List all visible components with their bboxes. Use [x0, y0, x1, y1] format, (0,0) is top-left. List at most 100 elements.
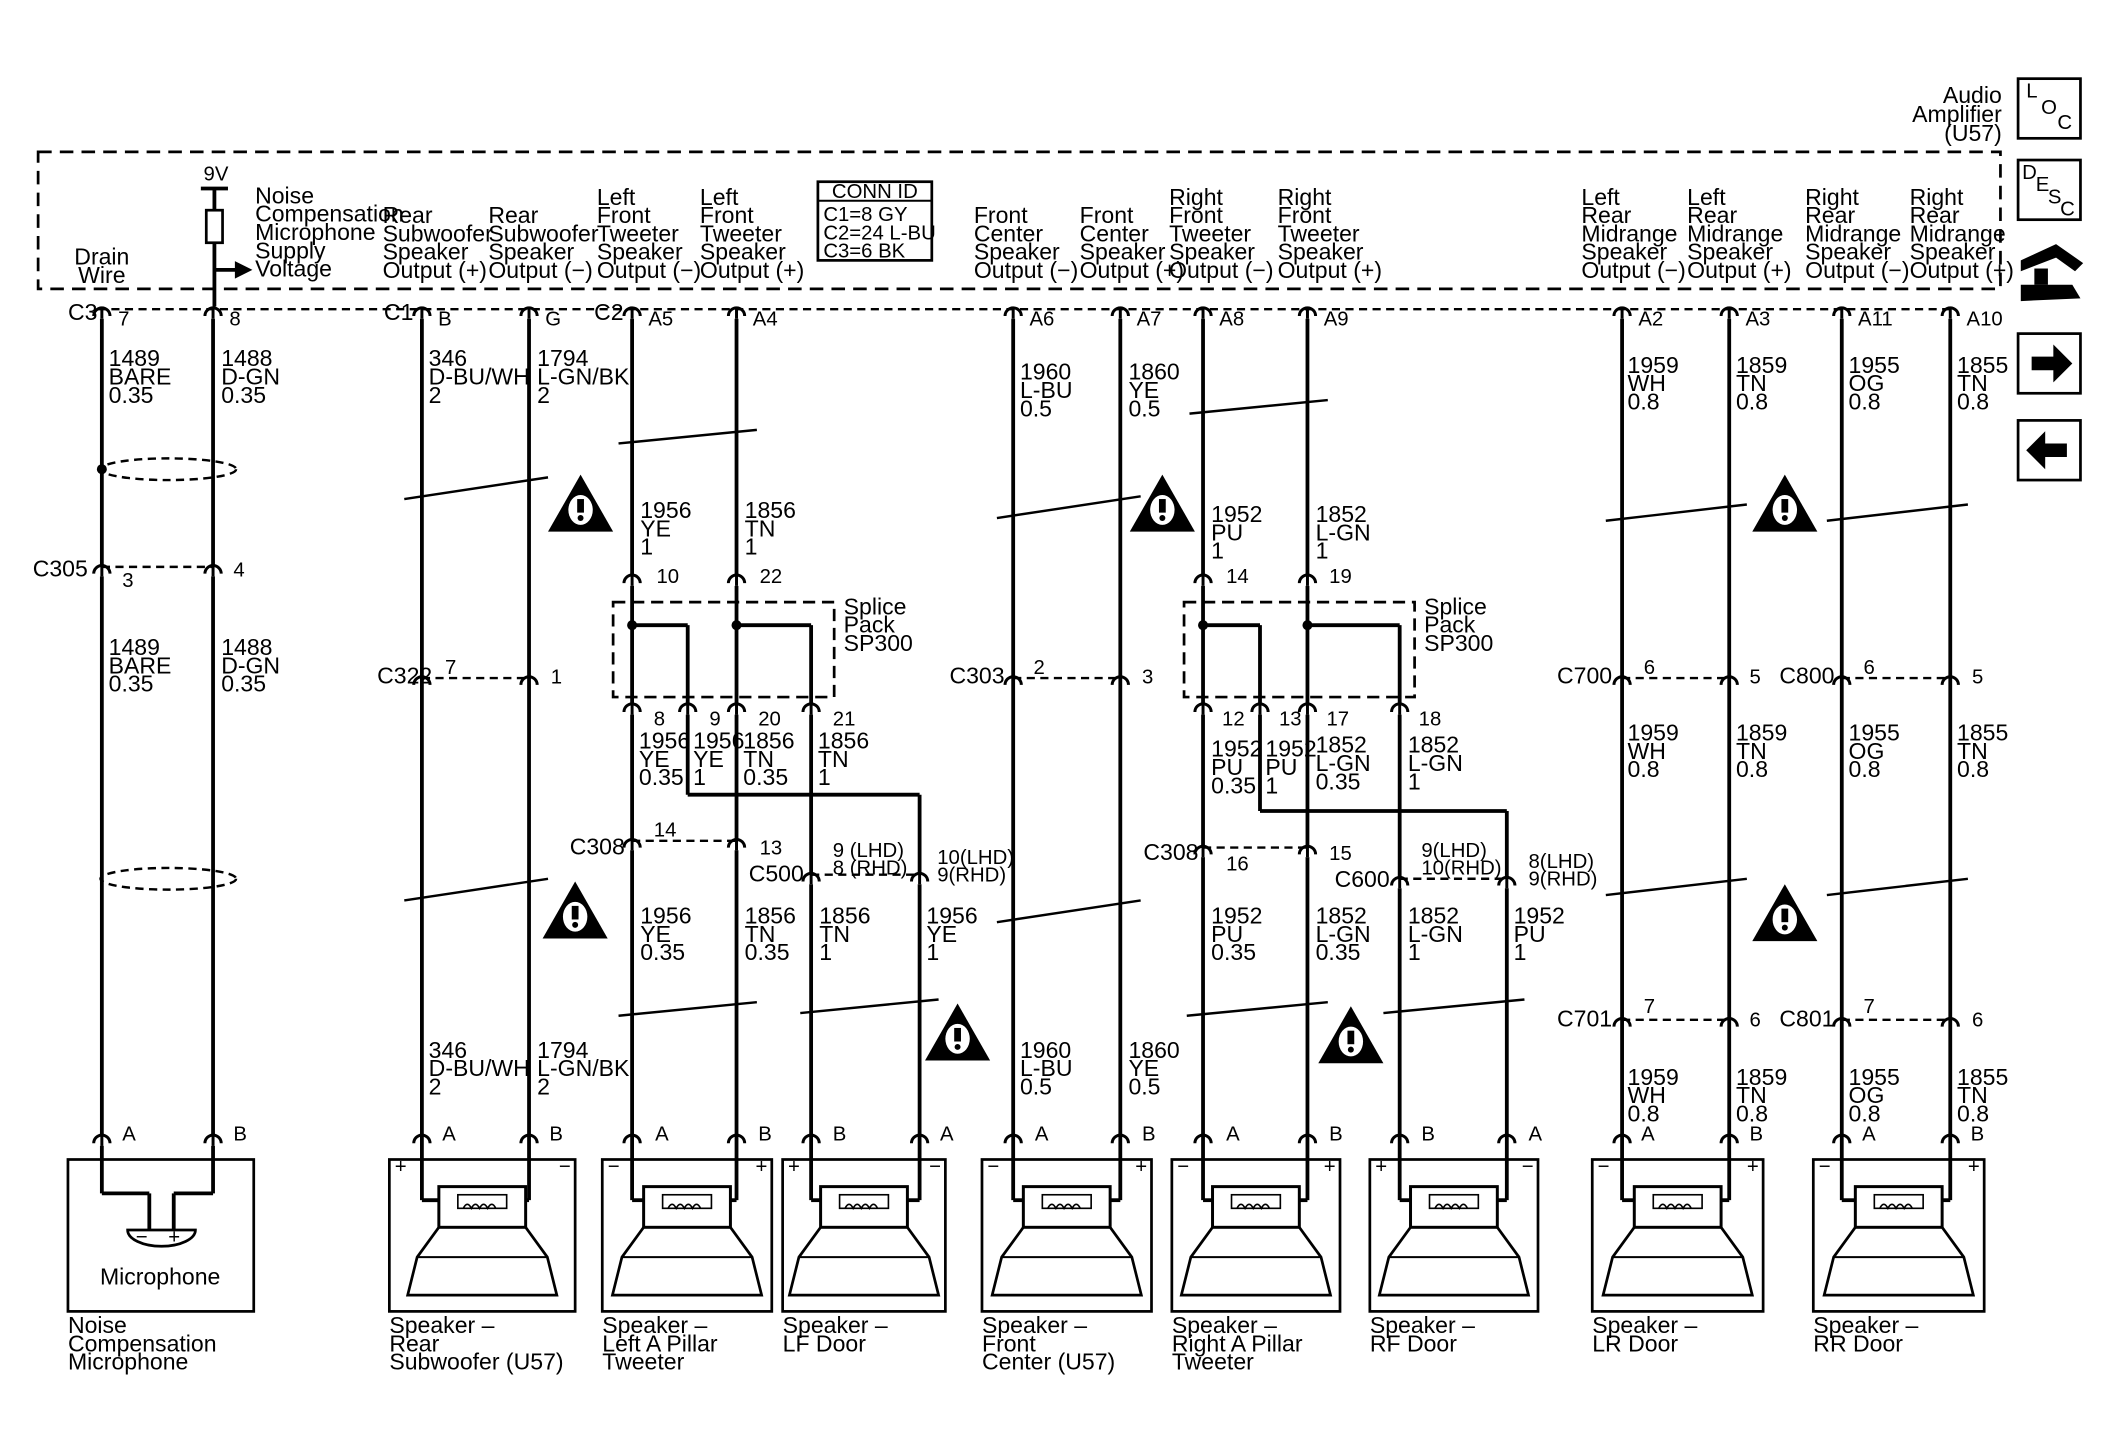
speaker-lfd-label-line: LF Door	[783, 1330, 867, 1356]
pin-sp1_21: 21	[833, 709, 856, 731]
splice-dot	[1302, 620, 1313, 631]
output-label-rsub-pos-line: Output (+)	[383, 257, 487, 283]
loc-icon-frame	[2016, 77, 2082, 140]
pin-c700-6: 6	[1644, 657, 1655, 679]
wire-label-1852-line: 1	[1408, 939, 1421, 965]
output-label-rft-neg-line: Tweeter	[1169, 220, 1251, 246]
wire-label-1860-line: 1860	[1128, 1037, 1179, 1063]
wire-label-1960-line: 1960	[1020, 359, 1071, 385]
speaker-magnet	[1632, 1185, 1723, 1229]
output-label-fc-neg-line: Front	[974, 202, 1028, 228]
pin-lapt-a: A	[655, 1124, 669, 1146]
wire-label-1852-line: 1852	[1316, 501, 1367, 527]
speaker-cone	[405, 1226, 559, 1297]
speaker-coil-winding	[844, 1203, 879, 1211]
output-label-rsub-pos-line: Speaker	[383, 239, 469, 265]
wire-label-1852-line: L-GN	[1316, 921, 1371, 947]
connector-icon-pin	[2034, 268, 2048, 285]
wire-label-1859-line: 0.8	[1736, 1101, 1768, 1127]
wire-label-1952-line: 1952	[1211, 736, 1262, 762]
connector-icon[interactable]	[2020, 244, 2084, 302]
wire-label-1489-line: 0.35	[109, 382, 154, 408]
speaker-box	[387, 1158, 577, 1313]
loc-icon[interactable]: LOC	[2016, 77, 2082, 140]
wire-label-346-line: D-BU/WH	[429, 1055, 530, 1081]
pin-rapt-a: A	[1226, 1124, 1240, 1146]
wire-label-1956-line: 1956	[693, 728, 744, 754]
wire-label-1488-line: 1488	[221, 634, 272, 660]
speaker-rrd-label: Speaker –RR Door	[1813, 1312, 1918, 1356]
output-label-rsub-pos-line: Rear	[383, 202, 433, 228]
speaker-cone	[1377, 1226, 1531, 1297]
pin-c322-1: 1	[551, 666, 562, 688]
pin-c305-3: 3	[122, 570, 133, 592]
wire-label-1859-line: 0.8	[1736, 756, 1768, 782]
connector-c701: C701	[1557, 1006, 1612, 1032]
twisted-pair-mark	[404, 476, 549, 501]
connector-c800: C800	[1779, 662, 1834, 688]
wire-label-1952-line: 1	[1514, 939, 1527, 965]
pin-rfd-b: B	[1421, 1124, 1435, 1146]
output-label-lrm-pos-line: Output (+)	[1687, 257, 1791, 283]
arrow-left-icon[interactable]	[2016, 419, 2082, 482]
wire-label-1855-line: TN	[1957, 1082, 1988, 1108]
wire-label-1794-line: 1794	[537, 1037, 588, 1063]
speaker-box	[1368, 1158, 1540, 1313]
output-label-rft-pos-line: Right	[1278, 184, 1332, 210]
speaker-magnet	[1853, 1185, 1944, 1229]
arrow-left-shape	[2026, 431, 2067, 470]
wire-label-1952-line: 1952	[1211, 903, 1262, 929]
pin-c500-a-line: 8 (RHD)	[833, 858, 908, 880]
wire-label-1959-line: 1959	[1628, 1064, 1679, 1090]
pin-sp1-10: 10	[657, 566, 680, 588]
speaker-box	[1170, 1158, 1342, 1313]
wire-label-1952-line: 1952	[1514, 903, 1565, 929]
speaker-lapt-label-line: Left A Pillar	[602, 1330, 718, 1356]
polarity-label: −	[1522, 1156, 1534, 1178]
output-label-lft-pos-line: Speaker	[700, 239, 786, 265]
output-label-lrm-neg-line: Midrange	[1581, 220, 1677, 246]
wire-label-1955-line: 1955	[1849, 1064, 1900, 1090]
pin-c308-13: 13	[760, 837, 783, 859]
pin-fc-a: A	[1035, 1124, 1049, 1146]
warning-bar	[1347, 1030, 1355, 1045]
wire-label-1859-line: 0.8	[1736, 389, 1768, 415]
wire-label-1489-line: 0.35	[109, 671, 154, 697]
warning-dot	[1781, 924, 1788, 931]
splice-dot	[1198, 620, 1209, 631]
wire-label-1952-line: 1	[1211, 538, 1224, 564]
wire-label-1856-line: 1856	[818, 728, 869, 754]
arrow-right-icon[interactable]	[2016, 332, 2082, 395]
pin-c305-4: 4	[233, 559, 244, 581]
twisted-pair-mark	[1826, 503, 1969, 522]
output-label-rft-neg-line: Speaker	[1169, 239, 1255, 265]
module-name-line: Audio	[1943, 82, 2002, 108]
pin-mic-b: B	[233, 1124, 247, 1146]
wire-label-1852-line: L-GN	[1408, 750, 1463, 776]
wire-label-1956-line: YE	[926, 921, 957, 947]
speaker-lapt-label-line: Tweeter	[602, 1349, 684, 1375]
wire-label-1952-line: 0.35	[1211, 939, 1256, 965]
pin-c701-6: 6	[1750, 1010, 1761, 1032]
output-label-lft-neg-line: Tweeter	[597, 220, 679, 246]
conn-id-lines-line: C1=8 GY	[823, 204, 908, 226]
pin-c600-b-line: 8(LHD)	[1529, 851, 1595, 873]
warning-icon	[548, 474, 614, 532]
output-label-lft-pos-line: Left	[700, 184, 739, 210]
microphone-label-line: Noise	[68, 1312, 127, 1338]
wire-label-1956-line: YE	[640, 921, 671, 947]
wire-label-1859-line: TN	[1736, 370, 1767, 396]
output-label-fc-pos-line: Output (+)	[1080, 257, 1184, 283]
